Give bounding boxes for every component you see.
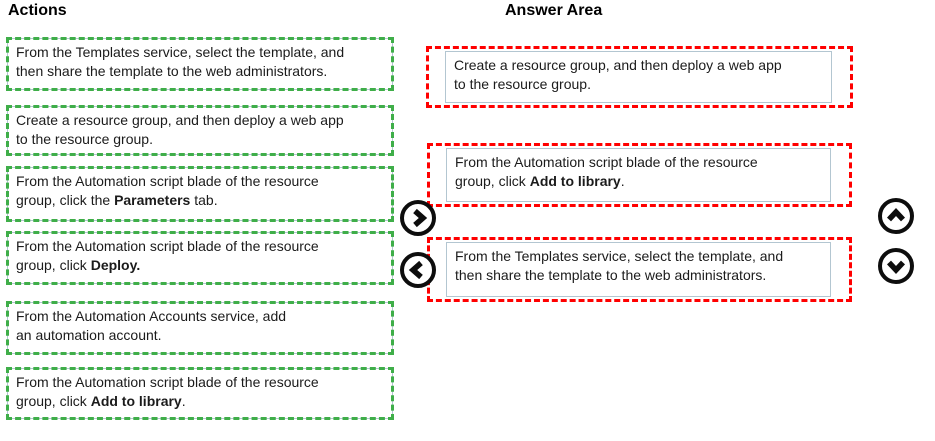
- answer-area-title: Answer Area: [505, 2, 603, 19]
- action-item-text: Create a resource group, and then deploy…: [8, 107, 392, 153]
- action-item-text: From the Automation script blade of the …: [8, 233, 392, 279]
- text-bold: Add to library: [529, 173, 621, 189]
- text-pre: Create a resource group, and then deploy…: [454, 57, 782, 92]
- actions-title: Actions: [8, 2, 67, 19]
- text-post: .: [620, 173, 625, 189]
- action-item[interactable]: From the Automation script blade of the …: [6, 367, 394, 420]
- text-pre: From the Automation script blade of the …: [16, 173, 319, 208]
- answer-item[interactable]: Create a resource group, and then deploy…: [445, 51, 832, 103]
- answer-drop-zone[interactable]: From the Templates service, select the t…: [427, 237, 852, 302]
- action-item[interactable]: From the Templates service, select the t…: [6, 37, 394, 91]
- answer-item[interactable]: From the Automation script blade of the …: [446, 148, 831, 202]
- answer-item[interactable]: From the Templates service, select the t…: [446, 242, 831, 297]
- action-item[interactable]: From the Automation script blade of the …: [6, 231, 394, 285]
- action-item[interactable]: From the Automation Accounts service, ad…: [6, 301, 394, 355]
- answer-drop-zone[interactable]: From the Automation script blade of the …: [427, 143, 852, 207]
- chevron-up-icon: [884, 204, 908, 228]
- chevron-right-icon: [406, 206, 430, 230]
- move-left-button[interactable]: [400, 252, 436, 288]
- action-item[interactable]: From the Automation script blade of the …: [6, 166, 394, 222]
- text-pre: From the Templates service, select the t…: [16, 44, 345, 79]
- text-pre: From the Templates service, select the t…: [455, 248, 784, 283]
- chevron-down-icon: [884, 254, 908, 278]
- action-item-text: From the Automation Accounts service, ad…: [8, 303, 392, 349]
- answer-item-text: From the Automation script blade of the …: [447, 149, 830, 195]
- text-bold: Deploy.: [90, 257, 141, 273]
- action-item[interactable]: Create a resource group, and then deploy…: [6, 105, 394, 156]
- text-bold: Parameters: [114, 192, 191, 208]
- move-up-button[interactable]: [878, 198, 914, 234]
- action-item-text: From the Templates service, select the t…: [8, 39, 392, 85]
- text-pre: From the Automation Accounts service, ad…: [16, 308, 287, 343]
- text-pre: From the Automation script blade of the …: [16, 374, 319, 409]
- move-right-button[interactable]: [400, 200, 436, 236]
- action-item-text: From the Automation script blade of the …: [8, 168, 392, 214]
- text-post: .: [181, 393, 186, 409]
- answer-drop-zone[interactable]: Create a resource group, and then deploy…: [426, 46, 853, 108]
- action-item-text: From the Automation script blade of the …: [8, 369, 392, 415]
- move-down-button[interactable]: [878, 248, 914, 284]
- chevron-left-icon: [406, 258, 430, 282]
- answer-item-text: Create a resource group, and then deploy…: [446, 52, 831, 98]
- text-pre: From the Automation script blade of the …: [455, 154, 758, 189]
- answer-item-text: From the Templates service, select the t…: [447, 243, 830, 289]
- text-pre: Create a resource group, and then deploy…: [16, 112, 344, 147]
- text-pre: From the Automation script blade of the …: [16, 238, 319, 273]
- text-post: tab.: [190, 192, 218, 208]
- text-bold: Add to library: [90, 393, 182, 409]
